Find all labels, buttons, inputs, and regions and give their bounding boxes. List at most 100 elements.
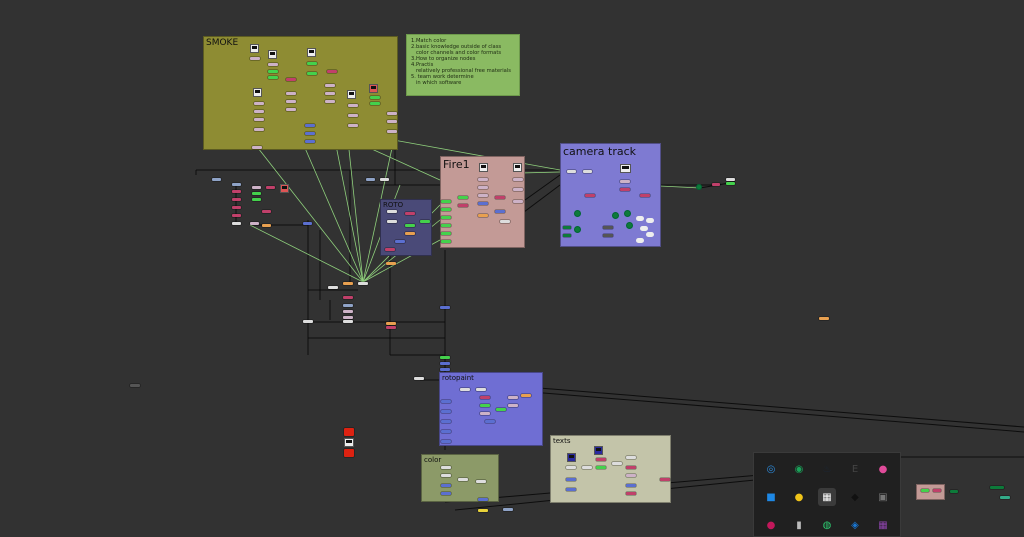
usb-drive-icon[interactable]: ▮ <box>796 519 802 531</box>
node[interactable] <box>933 489 941 492</box>
node[interactable] <box>250 222 259 225</box>
node[interactable] <box>405 232 415 235</box>
camera-node[interactable] <box>574 226 581 233</box>
node[interactable] <box>712 183 720 186</box>
node[interactable] <box>513 178 523 181</box>
node[interactable] <box>232 222 241 225</box>
node[interactable] <box>460 388 470 391</box>
node[interactable] <box>305 124 315 127</box>
node[interactable] <box>626 474 636 477</box>
node[interactable] <box>266 186 275 189</box>
node[interactable] <box>478 194 488 197</box>
node[interactable] <box>496 408 506 411</box>
scene-node[interactable] <box>636 238 644 243</box>
read-node[interactable] <box>594 446 603 455</box>
yellow-app-icon[interactable]: ● <box>794 491 804 503</box>
node[interactable] <box>566 466 576 469</box>
backdrop-small[interactable] <box>916 484 945 500</box>
penguin-qq-icon[interactable]: ◆ <box>851 491 859 503</box>
node[interactable] <box>441 410 451 413</box>
node[interactable] <box>262 210 271 213</box>
green-globe-icon[interactable]: ◉ <box>794 463 804 475</box>
node[interactable] <box>232 183 241 186</box>
node[interactable] <box>921 489 929 492</box>
node[interactable] <box>232 190 241 193</box>
node[interactable] <box>325 92 335 95</box>
node[interactable] <box>344 428 354 436</box>
node[interactable] <box>563 226 571 229</box>
node[interactable] <box>440 306 450 309</box>
node[interactable] <box>250 57 260 60</box>
node[interactable] <box>414 377 424 380</box>
node[interactable] <box>386 322 396 325</box>
node[interactable] <box>268 76 278 79</box>
node[interactable] <box>458 478 468 481</box>
node[interactable] <box>348 104 358 107</box>
blue-app-icon[interactable]: ◎ <box>766 463 776 475</box>
node[interactable] <box>212 178 221 181</box>
node[interactable] <box>232 198 241 201</box>
node[interactable] <box>478 202 488 205</box>
camera-node[interactable] <box>612 212 619 219</box>
node[interactable] <box>254 118 264 121</box>
camera-node[interactable] <box>574 210 581 217</box>
node[interactable] <box>508 396 518 399</box>
node[interactable] <box>370 102 380 105</box>
node[interactable] <box>566 478 576 481</box>
node[interactable] <box>405 212 415 215</box>
node[interactable] <box>303 222 312 225</box>
node[interactable] <box>303 320 313 323</box>
node[interactable] <box>441 216 451 219</box>
white-pinned-app-icon[interactable]: ▦ <box>818 488 836 506</box>
node[interactable] <box>252 198 261 201</box>
node[interactable] <box>440 368 450 371</box>
node[interactable] <box>441 208 451 211</box>
node[interactable] <box>343 304 353 307</box>
node[interactable] <box>480 412 490 415</box>
node[interactable] <box>387 220 397 223</box>
node[interactable] <box>441 484 451 487</box>
node[interactable] <box>387 120 397 123</box>
node[interactable] <box>441 420 451 423</box>
node[interactable] <box>286 92 296 95</box>
node[interactable] <box>358 282 368 285</box>
node[interactable] <box>305 140 315 143</box>
node[interactable] <box>660 478 670 481</box>
image-app-icon[interactable]: ▣ <box>878 491 888 503</box>
node[interactable] <box>441 200 451 203</box>
camera-node[interactable] <box>626 222 633 229</box>
node[interactable] <box>612 462 622 465</box>
node[interactable] <box>252 192 261 195</box>
node[interactable] <box>386 326 396 329</box>
node[interactable] <box>620 180 630 183</box>
node[interactable] <box>819 317 829 320</box>
node[interactable] <box>286 100 296 103</box>
node[interactable] <box>458 196 468 199</box>
read-node[interactable] <box>307 48 316 57</box>
node[interactable] <box>344 449 354 457</box>
node[interactable] <box>325 100 335 103</box>
node[interactable] <box>566 488 576 491</box>
camera-node[interactable] <box>696 184 702 190</box>
node[interactable] <box>254 110 264 113</box>
read-node[interactable] <box>280 184 289 193</box>
node[interactable] <box>478 214 488 217</box>
node[interactable] <box>254 102 264 105</box>
scene-node[interactable] <box>636 216 644 221</box>
node[interactable] <box>1000 496 1010 499</box>
scene-node[interactable] <box>640 226 648 231</box>
node[interactable] <box>476 480 486 483</box>
node[interactable] <box>254 128 264 131</box>
read-node[interactable] <box>253 88 262 97</box>
node[interactable] <box>370 96 380 99</box>
node[interactable] <box>262 224 271 227</box>
node[interactable] <box>596 458 606 461</box>
node[interactable] <box>990 486 1004 489</box>
backdrop-rotopaint[interactable]: rotopaint <box>439 372 543 446</box>
scene-node[interactable] <box>646 232 654 237</box>
node[interactable] <box>567 170 576 173</box>
node[interactable] <box>366 178 375 181</box>
node[interactable] <box>441 492 451 495</box>
node[interactable] <box>585 194 595 197</box>
